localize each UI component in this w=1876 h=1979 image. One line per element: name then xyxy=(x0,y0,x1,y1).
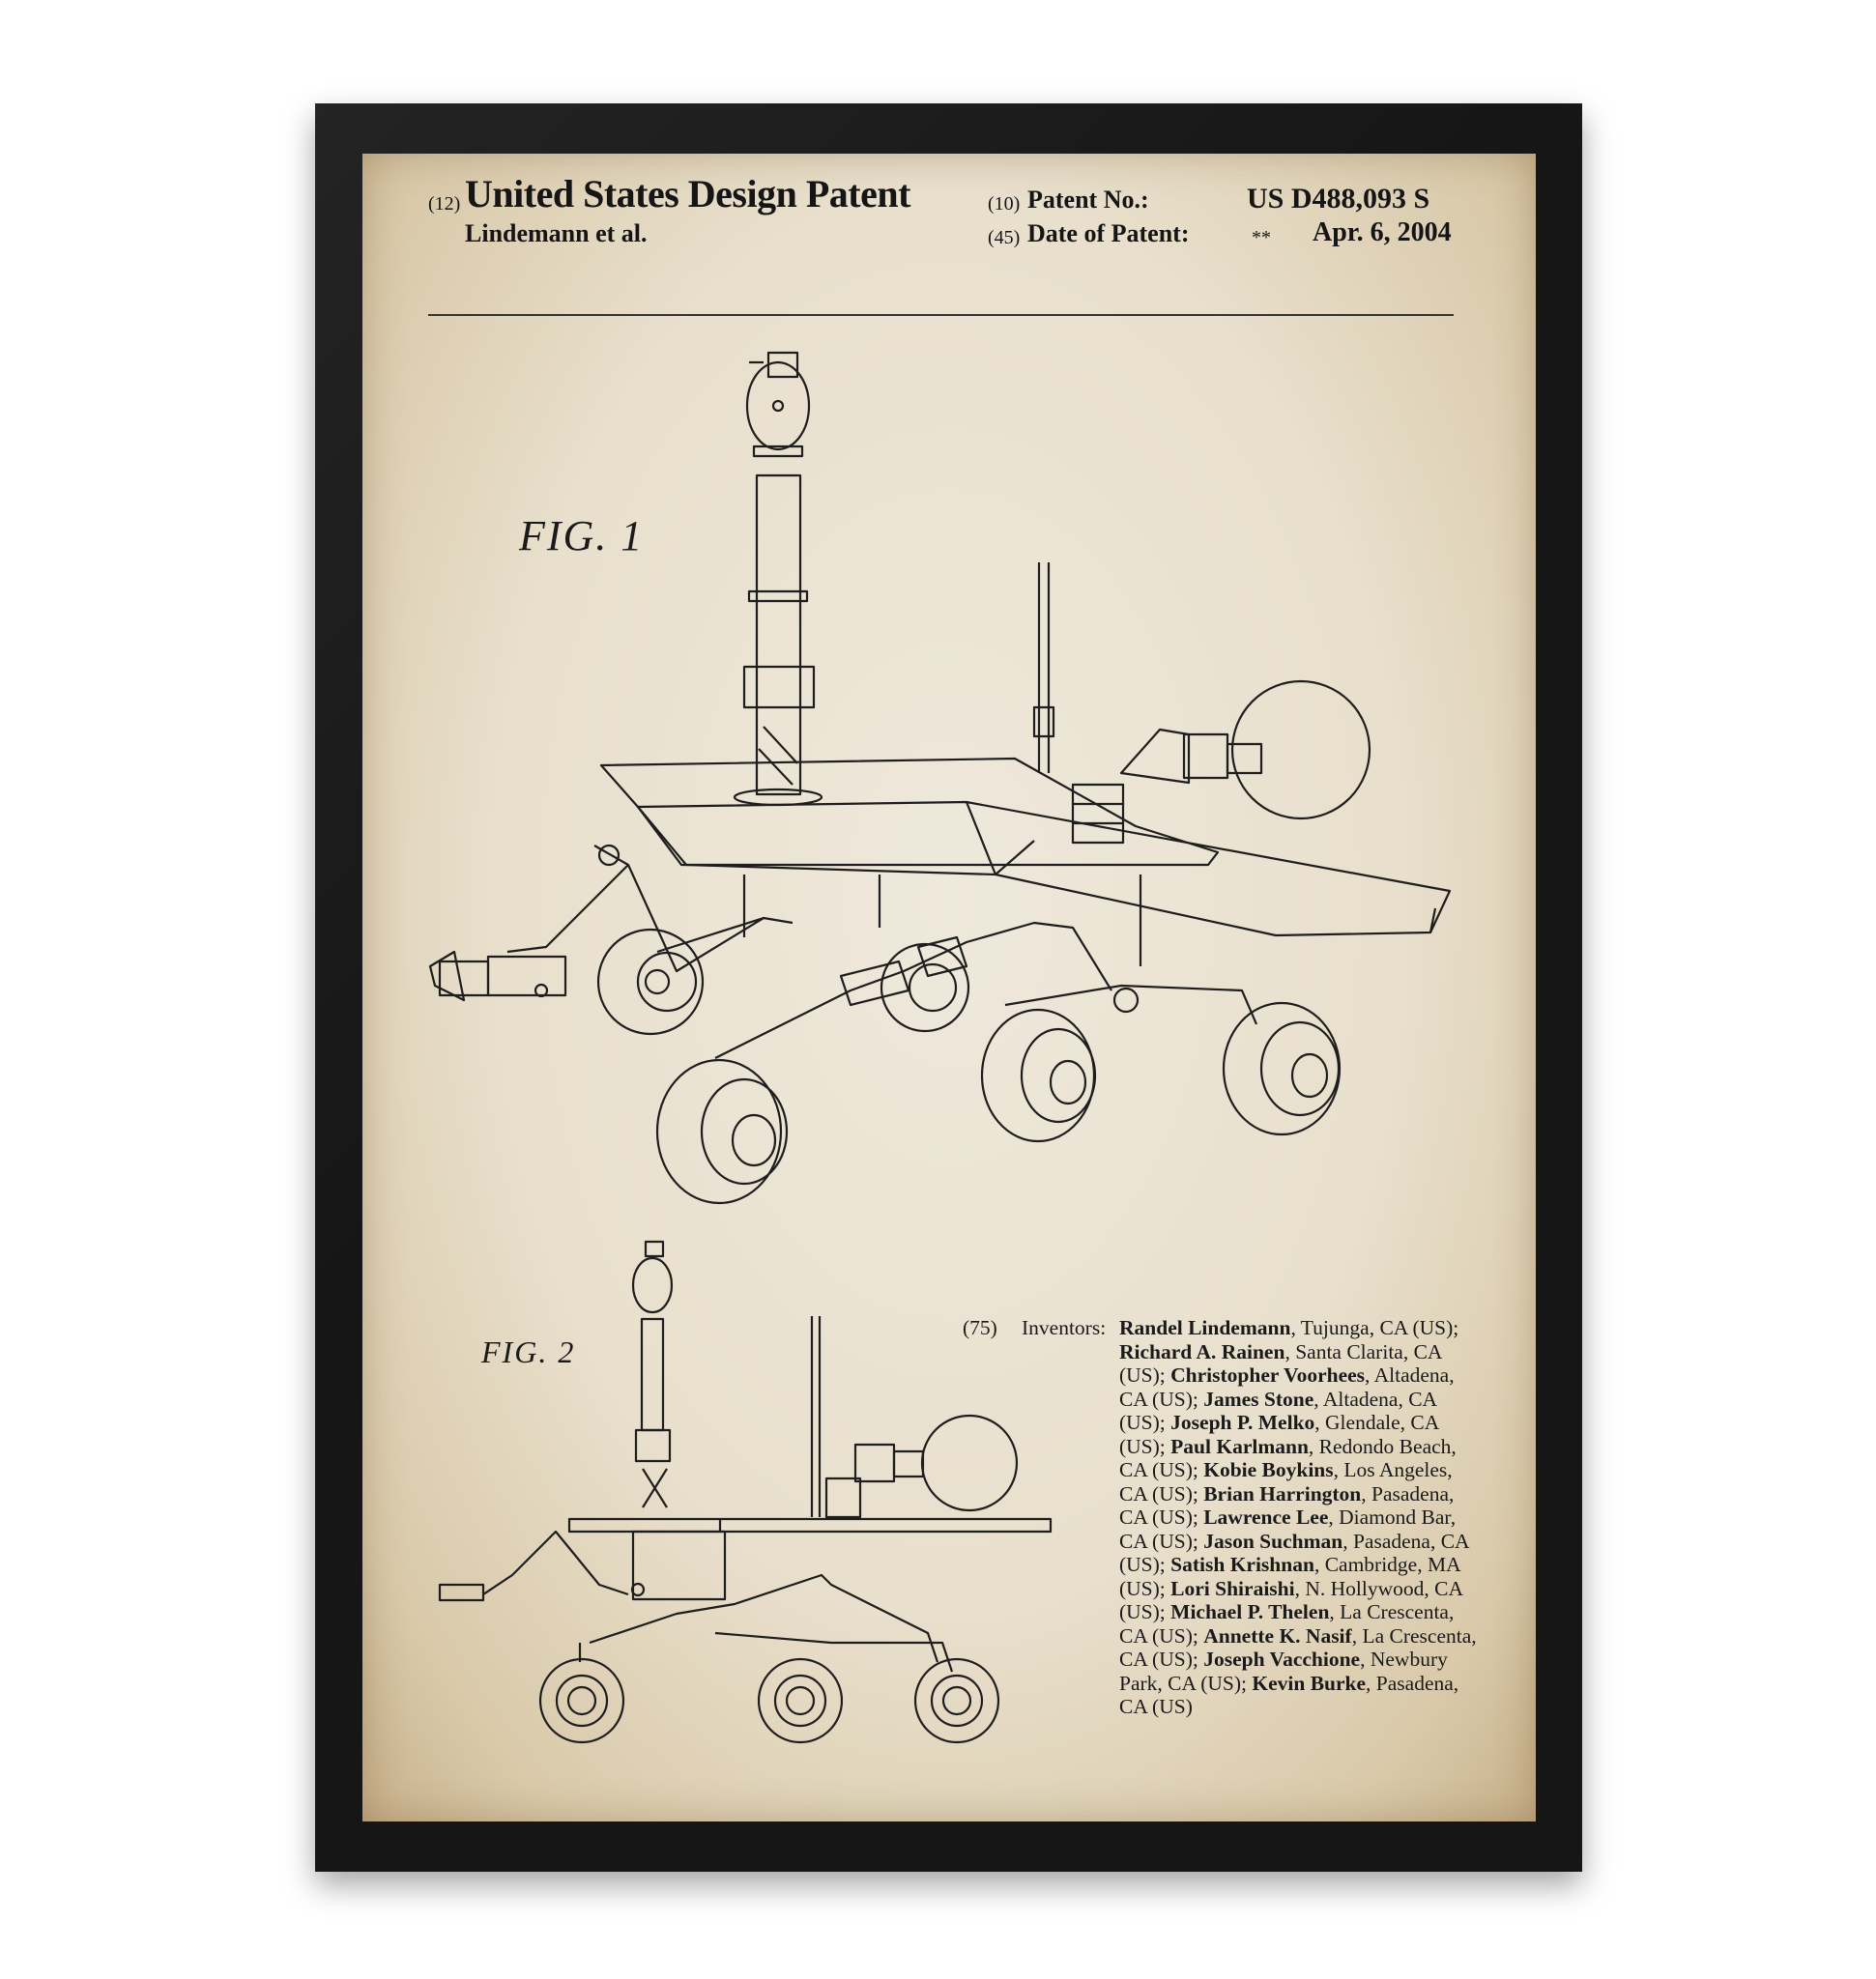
inventor-location: , Diamond Bar, CA (US); xyxy=(1119,1506,1457,1553)
inventor-name: Joseph P. Melko xyxy=(1170,1411,1315,1434)
inventor-name: Satish Krishnan xyxy=(1170,1553,1314,1576)
inventor-name: Annette K. Nasif xyxy=(1203,1623,1352,1648)
patent-title: United States Design Patent xyxy=(465,172,910,215)
inventor-name: Jason Suchman xyxy=(1203,1529,1343,1553)
inventor-location: , Pasadena, CA (US); xyxy=(1119,1481,1455,1530)
inventor-name: Lawrence Lee xyxy=(1203,1506,1329,1529)
inventor-name: Kobie Boykins xyxy=(1203,1458,1334,1481)
inventor-location: , Redondo Beach, CA (US); xyxy=(1119,1434,1457,1482)
inventor-location: , Cambridge, MA (US); xyxy=(1119,1553,1460,1600)
rover-drawings xyxy=(428,351,1452,1744)
inventor-name: Richard A. Rainen xyxy=(1119,1339,1285,1363)
inventor-location: , La Crescenta, CA (US); xyxy=(1119,1600,1455,1648)
patent-date: Apr. 6, 2004 xyxy=(1313,217,1452,247)
date-label: Date of Patent: xyxy=(1027,219,1190,247)
inventors-label: Inventors: xyxy=(1022,1316,1107,1339)
fig-2-wheel xyxy=(913,1657,1000,1744)
inventor-name: Michael P. Thelen xyxy=(1170,1600,1330,1623)
inventor-location: , Altadena, CA (US); xyxy=(1119,1387,1436,1435)
inventor-location: , N. Hollywood, CA (US); xyxy=(1119,1576,1462,1624)
inventor-name: Lori Shiraishi xyxy=(1170,1576,1295,1600)
fig-1-label: FIG. 1 xyxy=(519,512,645,559)
inventor-name: Christopher Voorhees xyxy=(1170,1363,1366,1387)
inventor-location: , Glendale, CA (US); xyxy=(1119,1411,1439,1458)
fig-1-wheel xyxy=(1222,1001,1342,1136)
inventor-location: , Los Angeles, CA (US); xyxy=(1119,1458,1453,1506)
fig-1-rover-drawing xyxy=(428,351,1452,1205)
fig-1-wheel xyxy=(880,942,970,1033)
inventor-name: James Stone xyxy=(1203,1387,1314,1411)
assignee-line: Lindemann et al. xyxy=(465,219,648,247)
code-45: (45) xyxy=(988,227,1021,248)
inventor-location: , Tujunga, CA (US); xyxy=(1290,1316,1459,1339)
fig-2-label: FIG. 2 xyxy=(481,1334,576,1369)
fig-1-wheel xyxy=(655,1058,789,1205)
inventors-code: (75) xyxy=(963,1316,997,1339)
inventor-location: , La Crescenta, CA (US); xyxy=(1119,1623,1477,1672)
inventor-location: , Santa Clarita, CA (US); xyxy=(1119,1339,1442,1388)
patent-print: (12) United States Design Patent Lindema… xyxy=(362,154,1536,1821)
code-10: (10) xyxy=(988,193,1021,215)
patent-no-label: Patent No.: xyxy=(1027,186,1149,214)
inventor-name: Randel Lindemann xyxy=(1119,1316,1291,1339)
inventor-location: , Newbury Park, CA (US); xyxy=(1119,1648,1448,1695)
fig-2-wheel xyxy=(757,1657,844,1744)
inventor-name: Joseph Vacchione xyxy=(1203,1648,1361,1671)
fig-1-wheel xyxy=(596,928,705,1036)
header-divider xyxy=(428,314,1454,316)
patent-number: US D488,093 S xyxy=(1247,183,1430,215)
inventor-name: Kevin Burke xyxy=(1252,1671,1367,1695)
code-12: (12) xyxy=(428,193,461,215)
inventor-name: Paul Karlmann xyxy=(1170,1434,1309,1458)
fig-1-wheel xyxy=(980,1008,1097,1143)
date-marker: ** xyxy=(1252,227,1271,248)
inventor-location: , Altadena, CA (US); xyxy=(1119,1363,1455,1411)
inventors-list: Randel Lindemann, Tujunga, CA (US); Rich… xyxy=(1119,1316,1477,1719)
inventor-name: Brian Harrington xyxy=(1203,1481,1362,1506)
fig-2-wheel xyxy=(538,1657,625,1744)
inventor-location: , Pasadena, CA (US) xyxy=(1119,1671,1459,1719)
fig-2-rover-drawing xyxy=(438,1240,1053,1744)
inventor-location: , Pasadena, CA (US); xyxy=(1119,1529,1469,1577)
